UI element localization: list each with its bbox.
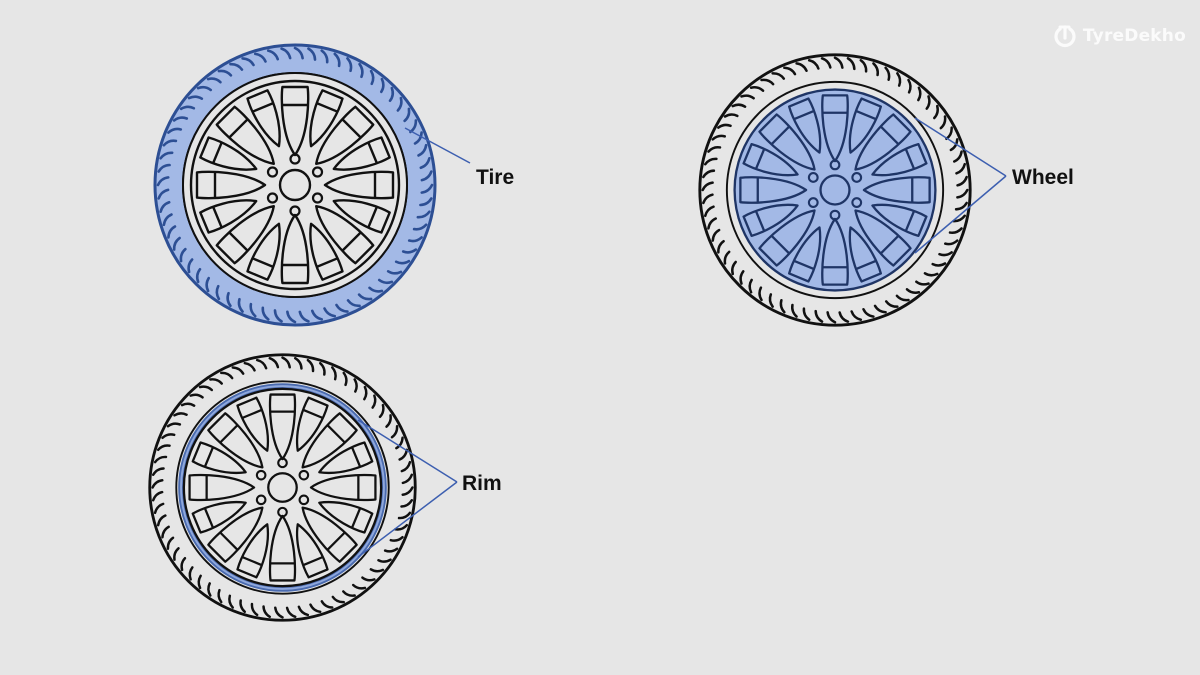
brand-name: TyreDekho xyxy=(1082,26,1186,46)
tire-label: Tire xyxy=(476,166,515,189)
brand-watermark: TyreDekho xyxy=(1053,24,1186,48)
wheel-diagram xyxy=(698,53,972,327)
rim-label: Rim xyxy=(462,472,502,495)
wheel-label: Wheel xyxy=(1012,166,1074,189)
tyredekho-logo-icon xyxy=(1054,25,1076,48)
rim-diagram xyxy=(148,353,417,622)
tire-diagram xyxy=(153,43,437,327)
